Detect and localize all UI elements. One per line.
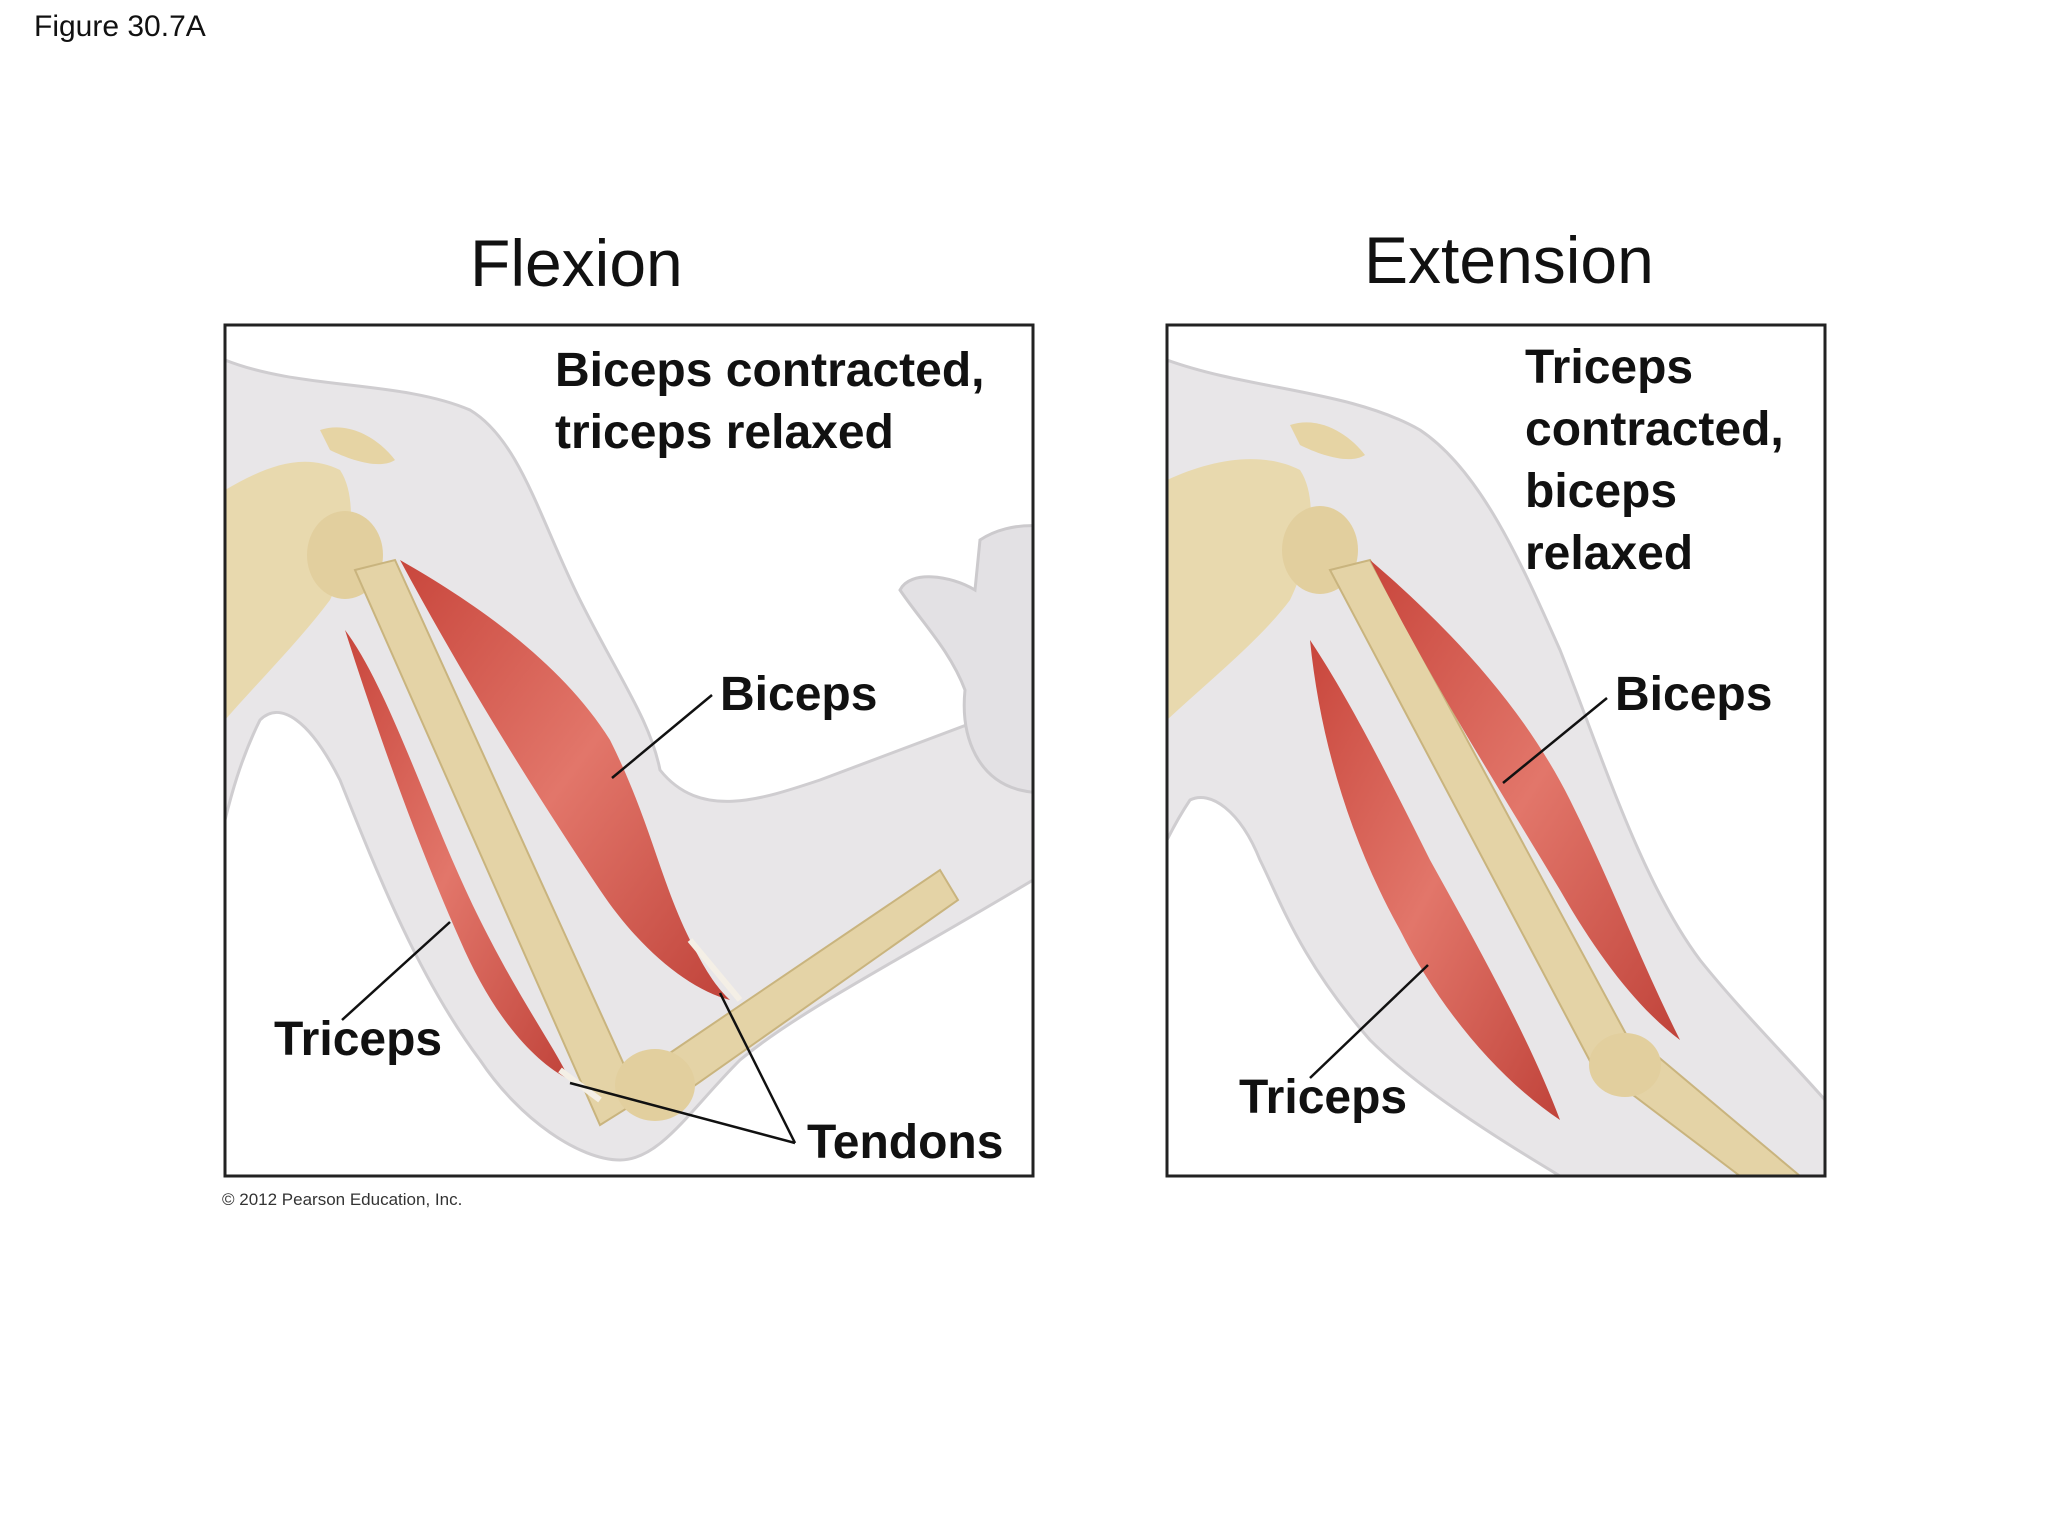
flexion-state-label: Biceps contracted, triceps relaxed bbox=[555, 340, 984, 464]
extension-triceps-leader bbox=[1309, 964, 1429, 1079]
extension-state-label: Triceps contracted, biceps relaxed bbox=[1525, 337, 1784, 585]
extension-title: Extension bbox=[1364, 223, 1654, 297]
extension-triceps-muscle bbox=[1310, 640, 1560, 1120]
extension-clavicle bbox=[1290, 422, 1365, 460]
extension-biceps-leader bbox=[1502, 697, 1608, 784]
extension-state-line3: biceps bbox=[1525, 465, 1678, 518]
flexion-triceps-label: Triceps bbox=[274, 1013, 443, 1066]
extension-state-line1: Triceps bbox=[1525, 341, 1694, 394]
copyright-notice: © 2012 Pearson Education, Inc. bbox=[222, 1190, 463, 1209]
extension-panel bbox=[1165, 323, 1827, 1178]
flexion-frame bbox=[223, 323, 1035, 1178]
extension-scapula bbox=[1167, 459, 1311, 720]
extension-frame bbox=[1165, 323, 1827, 1178]
flexion-triceps-leader bbox=[341, 921, 451, 1021]
extension-state-line4: relaxed bbox=[1525, 527, 1694, 580]
extension-elbow-joint bbox=[1589, 1033, 1661, 1097]
flexion-tendon-leader-a bbox=[569, 1081, 796, 1145]
flexion-state-line2: triceps relaxed bbox=[555, 406, 894, 459]
flexion-biceps-leader bbox=[611, 694, 713, 779]
flexion-panel bbox=[223, 323, 1035, 1178]
flexion-tendon-leader-b bbox=[718, 992, 797, 1144]
flexion-biceps-label: Biceps bbox=[720, 668, 878, 721]
extension-state-line2: contracted, bbox=[1525, 403, 1784, 456]
extension-biceps-label: Biceps bbox=[1615, 668, 1773, 721]
extension-triceps-label: Triceps bbox=[1239, 1071, 1408, 1124]
extension-biceps-muscle bbox=[1370, 560, 1680, 1040]
figure-label: Figure 30.7A bbox=[34, 10, 206, 43]
flexion-elbow-joint bbox=[615, 1049, 695, 1121]
flexion-clavicle bbox=[320, 427, 395, 465]
flexion-state-line1: Biceps contracted, bbox=[555, 344, 985, 397]
flexion-biceps-tendon bbox=[687, 938, 743, 1002]
flexion-title: Flexion bbox=[470, 226, 683, 300]
flexion-biceps-muscle bbox=[400, 560, 730, 1000]
flexion-fist bbox=[898, 524, 1033, 794]
flexion-tendons-label: Tendons bbox=[807, 1116, 1004, 1169]
flexion-triceps-muscle bbox=[345, 630, 570, 1080]
